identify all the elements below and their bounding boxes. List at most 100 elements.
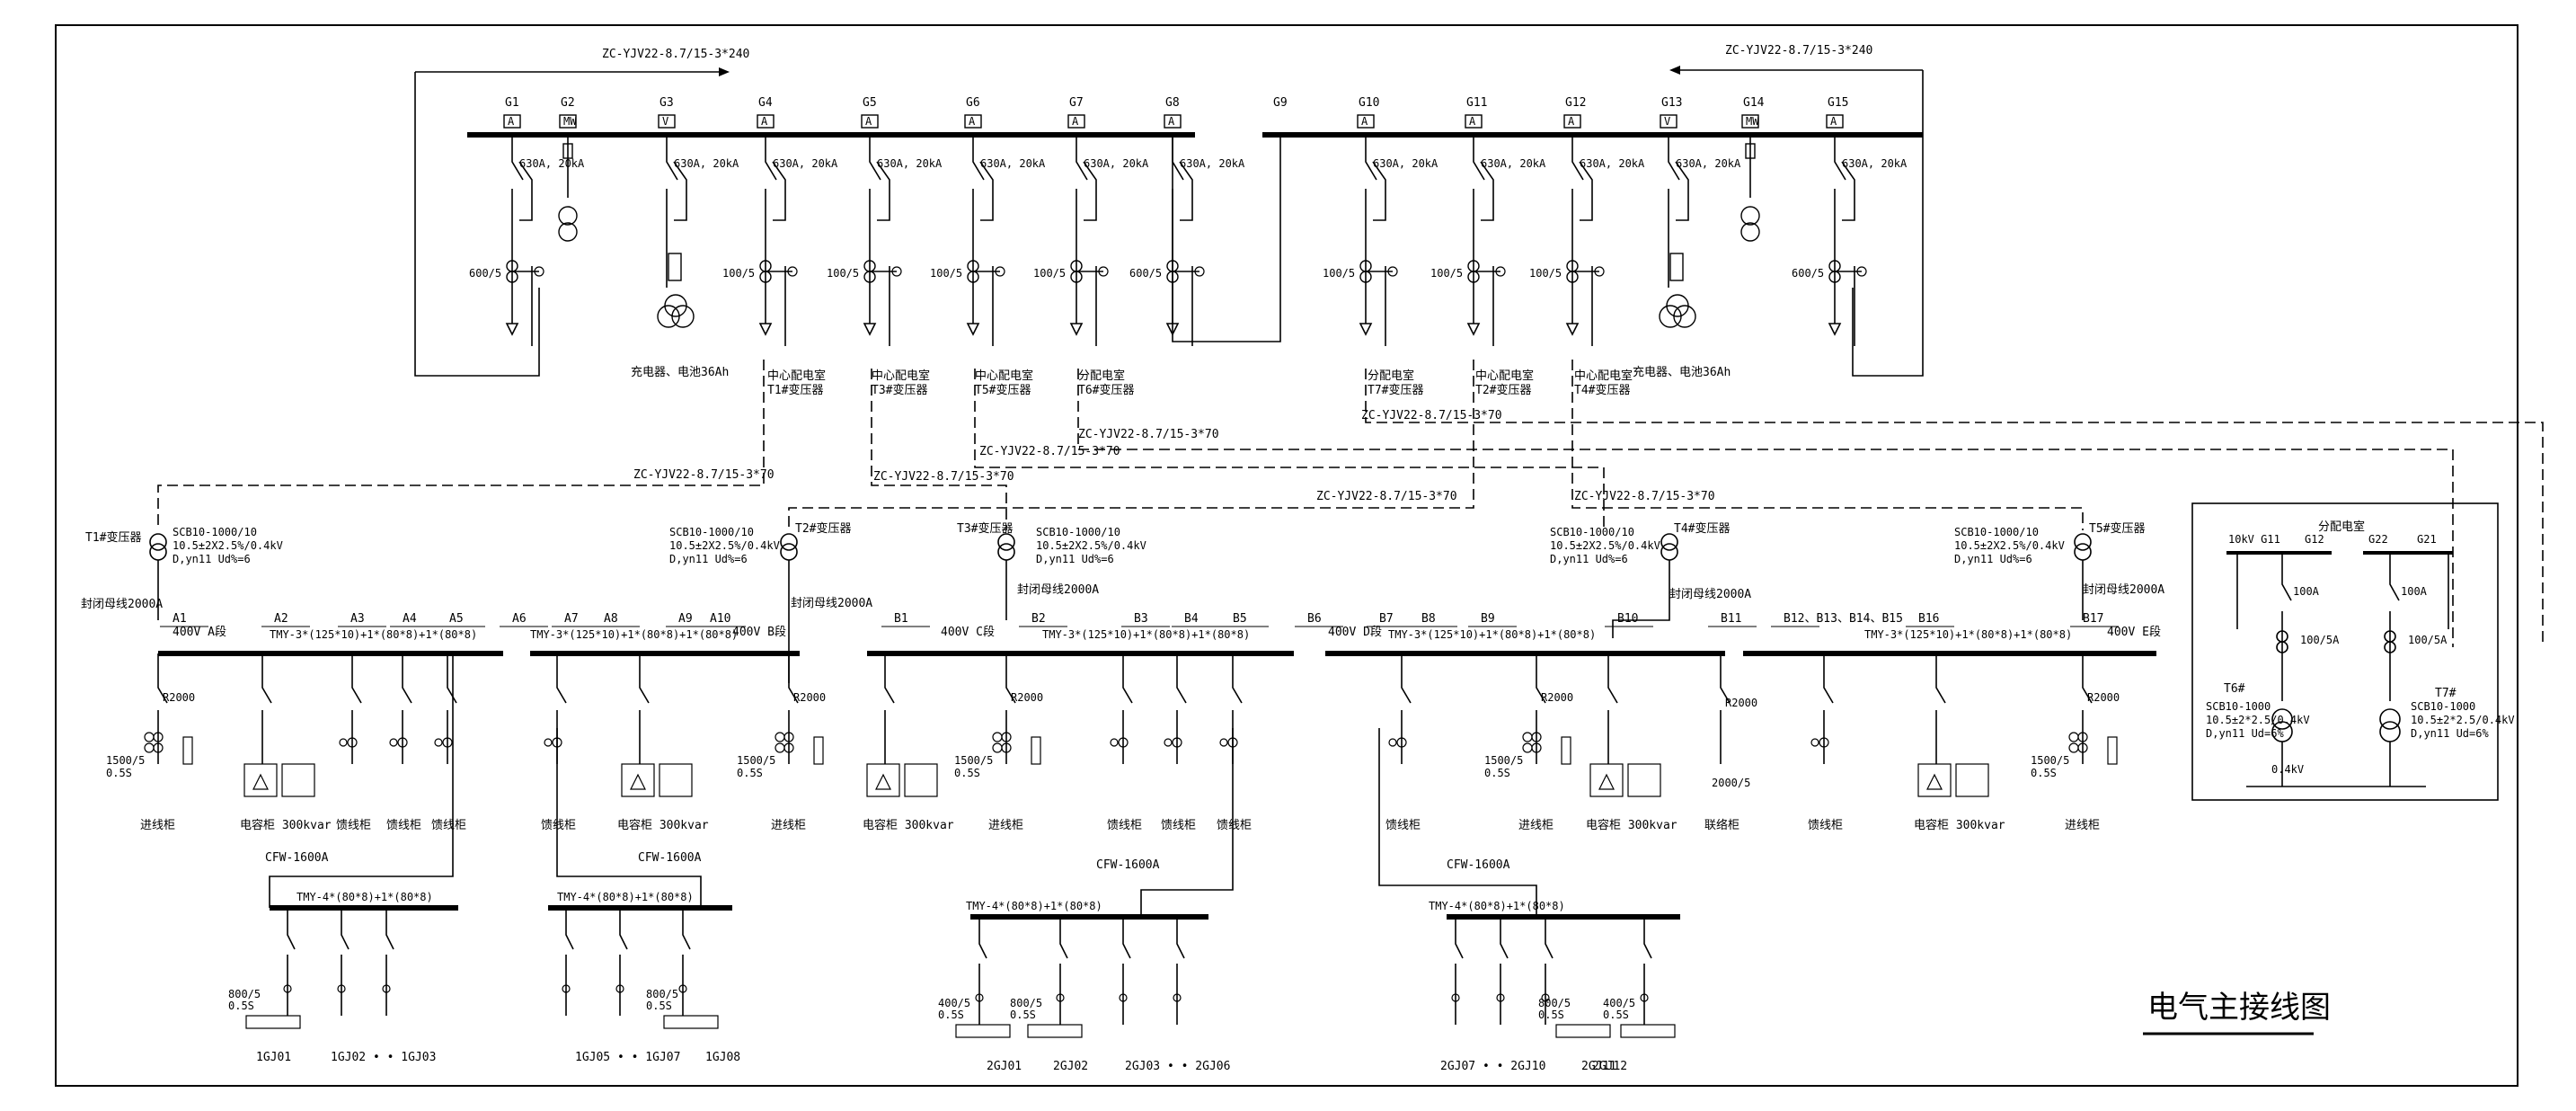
lv-r2000: R2000 <box>793 691 826 704</box>
arrow-right-cable <box>1669 66 1680 75</box>
t5-name: T5#变压器 <box>2089 521 2145 536</box>
lv-ct-class: 0.5S <box>954 767 980 779</box>
sub-cfw-label: CFW-1600A <box>638 851 702 865</box>
lv-panel-id: B2 <box>1031 612 1046 626</box>
t1-spec-1: SCB10-1000/10 <box>173 526 257 538</box>
lv-panel-id: A2 <box>274 612 288 626</box>
hv-panel-breaker: 630A, 20kA <box>980 157 1046 170</box>
hv-panel-note-1: 中心配电室 <box>1475 369 1534 383</box>
t4-busduct: 封闭母线2000A <box>1669 588 1751 601</box>
lv-cabinet-capacitor: 电容柜 300kvar <box>240 653 332 832</box>
lv-cabinet-feeder: 馈线柜 <box>1107 653 1142 832</box>
hv-panel-note-2: T6#变压器 <box>1078 383 1134 397</box>
t7-spec-2: 10.5±2*2.5/0.4kV <box>2411 714 2515 726</box>
sub-room: 分配电室 10kV G11 G12 G22 G21 100A 100A 100/… <box>2191 502 2515 801</box>
lv-panel-id: A10 <box>710 612 730 626</box>
sub-cfw-label: CFW-1600A <box>1447 858 1510 872</box>
lv-section-name: 400V D段 <box>1328 626 1382 639</box>
hv-panel-note-1: 中心配电室 <box>767 369 826 383</box>
hv-panel-ct: 100/5 <box>722 267 755 280</box>
t2-busduct: 封闭母线2000A <box>791 597 872 610</box>
hv-panel-breaker: 630A, 20kA <box>1084 157 1149 170</box>
sub-room-ct-r: 100/5A <box>2408 634 2448 646</box>
hv-panel-badge: MW <box>563 115 577 128</box>
t5-busduct: 封闭母线2000A <box>2083 583 2164 597</box>
sub-room-right-id1: G22 <box>2368 533 2388 546</box>
lv-feeder-label: 馈线柜 <box>1161 819 1196 832</box>
lv-cabinet-capacitor: 电容柜 300kvar <box>1586 653 1677 832</box>
lv-section-bus: TMY-3*(125*10)+1*(80*8)+1*(80*8) <box>1388 628 1596 641</box>
sub-ct-ratio: 800/5 <box>1010 997 1042 1009</box>
lv-ct-class: 0.5S <box>106 767 132 779</box>
lv-panel-id: A8 <box>604 612 618 626</box>
cable-label-t4: ZC-YJV22-8.7/15-3*70 <box>1574 490 1715 503</box>
sub-cfw-label: CFW-1600A <box>265 851 329 865</box>
hv-panel-ct: 100/5 <box>1529 267 1562 280</box>
sub-room-breaker-r: 100A <box>2401 585 2428 598</box>
lv-panel-id: A5 <box>449 612 464 626</box>
lv-ct-ratio: 1500/5 <box>106 754 145 767</box>
lv-r2000: R2000 <box>163 691 195 704</box>
sub-room-right-id2: G21 <box>2417 533 2437 546</box>
transformer-t5: T5#变压器 SCB10-1000/10 10.5±2X2.5%/0.4kV D… <box>1954 521 2164 620</box>
route-t5-to-t4 <box>974 369 1605 530</box>
hv-panel-id: G5 <box>863 96 877 110</box>
lv-panel-id: B5 <box>1233 612 1247 626</box>
sub-ct-ratio: 800/5 <box>1538 997 1571 1009</box>
lv-ct-class: 0.5S <box>1484 767 1510 779</box>
transformer-t1: T1#变压器 SCB10-1000/10 10.5±2X2.5%/0.4kV D… <box>81 526 283 620</box>
lv-panel-id: A7 <box>564 612 579 626</box>
sub-room-lv: 0.4kV <box>2271 763 2304 776</box>
lv-ct-ratio: 1500/5 <box>737 754 775 767</box>
lv-ct-ratio: 1500/5 <box>1484 754 1523 767</box>
lv-section-bus: TMY-3*(125*10)+1*(80*8)+1*(80*8) <box>270 628 477 641</box>
sub-ct-ratio: 800/5 <box>228 988 261 1000</box>
lv-capacitor-label: 电容柜 300kvar <box>240 818 332 832</box>
sub-ct-class: 0.5S <box>1603 1009 1629 1021</box>
sub-bus-label: TMY-4*(80*8)+1*(80*8) <box>966 900 1102 912</box>
hv-panel-badge: A <box>761 115 768 128</box>
lv-sub-board-3: CFW-1600ATMY-4*(80*8)+1*(80*8)400/50.5S8… <box>938 728 1234 1073</box>
t3-spec-2: 10.5±2X2.5%/0.4kV <box>1036 539 1146 552</box>
t6-spec-3: D,yn11 Ud=6% <box>2206 727 2284 740</box>
sub-ct-ratio: 800/5 <box>646 988 678 1000</box>
t7-label: T7# <box>2435 687 2456 700</box>
hv-panel-ct: 600/5 <box>1792 267 1824 280</box>
hv-panel-breaker: 630A, 20kA <box>1842 157 1908 170</box>
lv-panel-id: B4 <box>1184 612 1199 626</box>
lv-cabinet-feeder: 馈线柜 <box>431 653 466 832</box>
cable-left-label: ZC-YJV22-8.7/15-3*240 <box>602 48 749 61</box>
lv-sub-board-2: CFW-1600ATMY-4*(80*8)+1*(80*8)800/50.5S1… <box>548 728 740 1064</box>
lv-panel-id: B12、B13、B14、B15 <box>1784 612 1903 626</box>
cable-label-t7: ZC-YJV22-8.7/15-3*70 <box>1361 409 1502 422</box>
lv-cabinet-capacitor: 电容柜 300kvar <box>863 653 954 832</box>
lv-panel-id: B1 <box>894 612 908 626</box>
lv-section-name: 400V E段 <box>2107 626 2161 639</box>
t3-name: T3#变压器 <box>957 521 1013 536</box>
lv-cabinet-feeder: 馈线柜 <box>1808 653 1843 832</box>
t6-spec-1: SCB10-1000 <box>2206 700 2271 713</box>
hv-panel-ct: 100/5 <box>930 267 962 280</box>
t4-name: T4#变压器 <box>1674 521 1730 536</box>
transformer-t2: T2#变压器 SCB10-1000/10 10.5±2X2.5%/0.4kV D… <box>669 521 872 683</box>
hv-panel-breaker: 630A, 20kA <box>773 157 838 170</box>
hv-panel-badge: A <box>1469 115 1476 128</box>
hv-panel-ct: 100/5 <box>1033 267 1066 280</box>
sub-ct-ratio: 400/5 <box>1603 997 1635 1009</box>
lv-tie-label: 联络柜 <box>1704 818 1739 832</box>
lv-feeder-label: 馈线柜 <box>1107 819 1142 832</box>
lv-section-bus: TMY-3*(125*10)+1*(80*8)+1*(80*8) <box>530 628 738 641</box>
route-t3 <box>871 369 1007 530</box>
hv-panel-breaker: 630A, 20kA <box>1180 157 1245 170</box>
sub-bus-label: TMY-4*(80*8)+1*(80*8) <box>557 891 694 903</box>
t4-spec-3: D,yn11 Ud%=6 <box>1550 553 1628 565</box>
drawing-frame <box>55 24 2518 1087</box>
